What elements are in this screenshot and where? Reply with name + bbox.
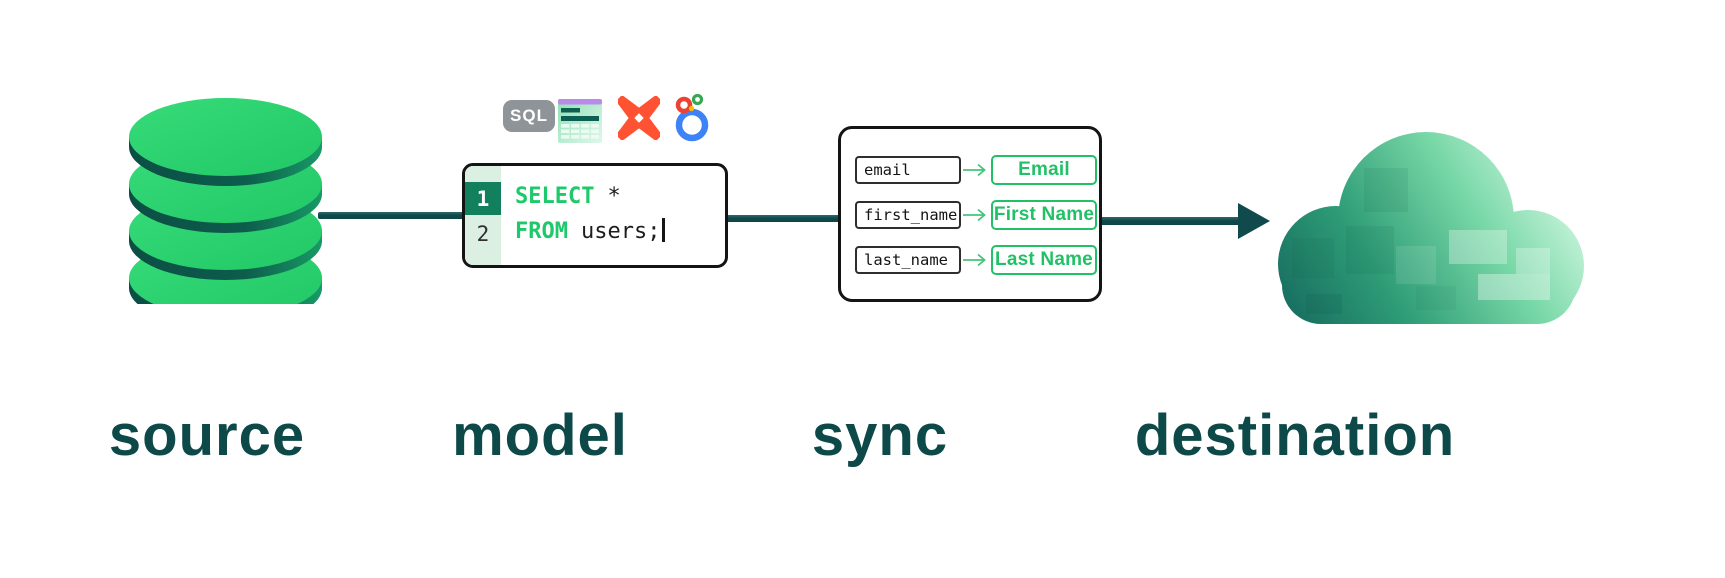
database-icon [129,98,322,304]
sql-keyword: SELECT [515,184,595,209]
mapping-arrow-icon [963,253,986,267]
arrowhead-icon [1238,203,1270,239]
mapping-row-email: email Email [855,155,1097,185]
sql-code-box: 1 2 SELECT * FROM users; [462,163,728,268]
code-line-2: FROM users; [515,218,666,244]
text-cursor [662,218,666,242]
code-line-1: SELECT * [515,184,621,209]
spreadsheet-icon [558,99,602,143]
sql-keyword: FROM [515,219,568,244]
arrow-model-to-sync [726,215,840,222]
cloud-icon [1278,132,1584,324]
line-number-2: 2 [476,221,490,246]
label-destination: destination [1134,403,1456,468]
label-model: model [452,403,628,468]
dbt-icon [618,96,660,140]
label-sync: sync [811,403,949,468]
mapping-row-last-name: last_name Last Name [855,245,1097,275]
arrow-source-to-model [318,212,464,219]
code-gutter [465,166,501,265]
mapping-arrow-icon [963,163,986,177]
sql-code-text: users; [580,219,661,244]
arrow-sync-to-destination [1100,217,1242,225]
destination-field: Email [991,155,1097,185]
mapping-arrow-icon [963,208,986,222]
sql-code-text: * [607,184,621,209]
looker-icon [675,94,709,142]
label-source: source [108,403,306,468]
source-field: first_name [855,201,961,229]
sync-mapping-box: email Email first_name First Name last_n… [838,126,1102,302]
sql-badge: SQL [503,100,555,132]
mapping-row-first-name: first_name First Name [855,200,1097,230]
destination-field: First Name [991,200,1097,230]
source-field: email [855,156,961,184]
source-field: last_name [855,246,961,274]
line-number-1: 1 [465,182,501,215]
destination-field: Last Name [991,245,1097,275]
